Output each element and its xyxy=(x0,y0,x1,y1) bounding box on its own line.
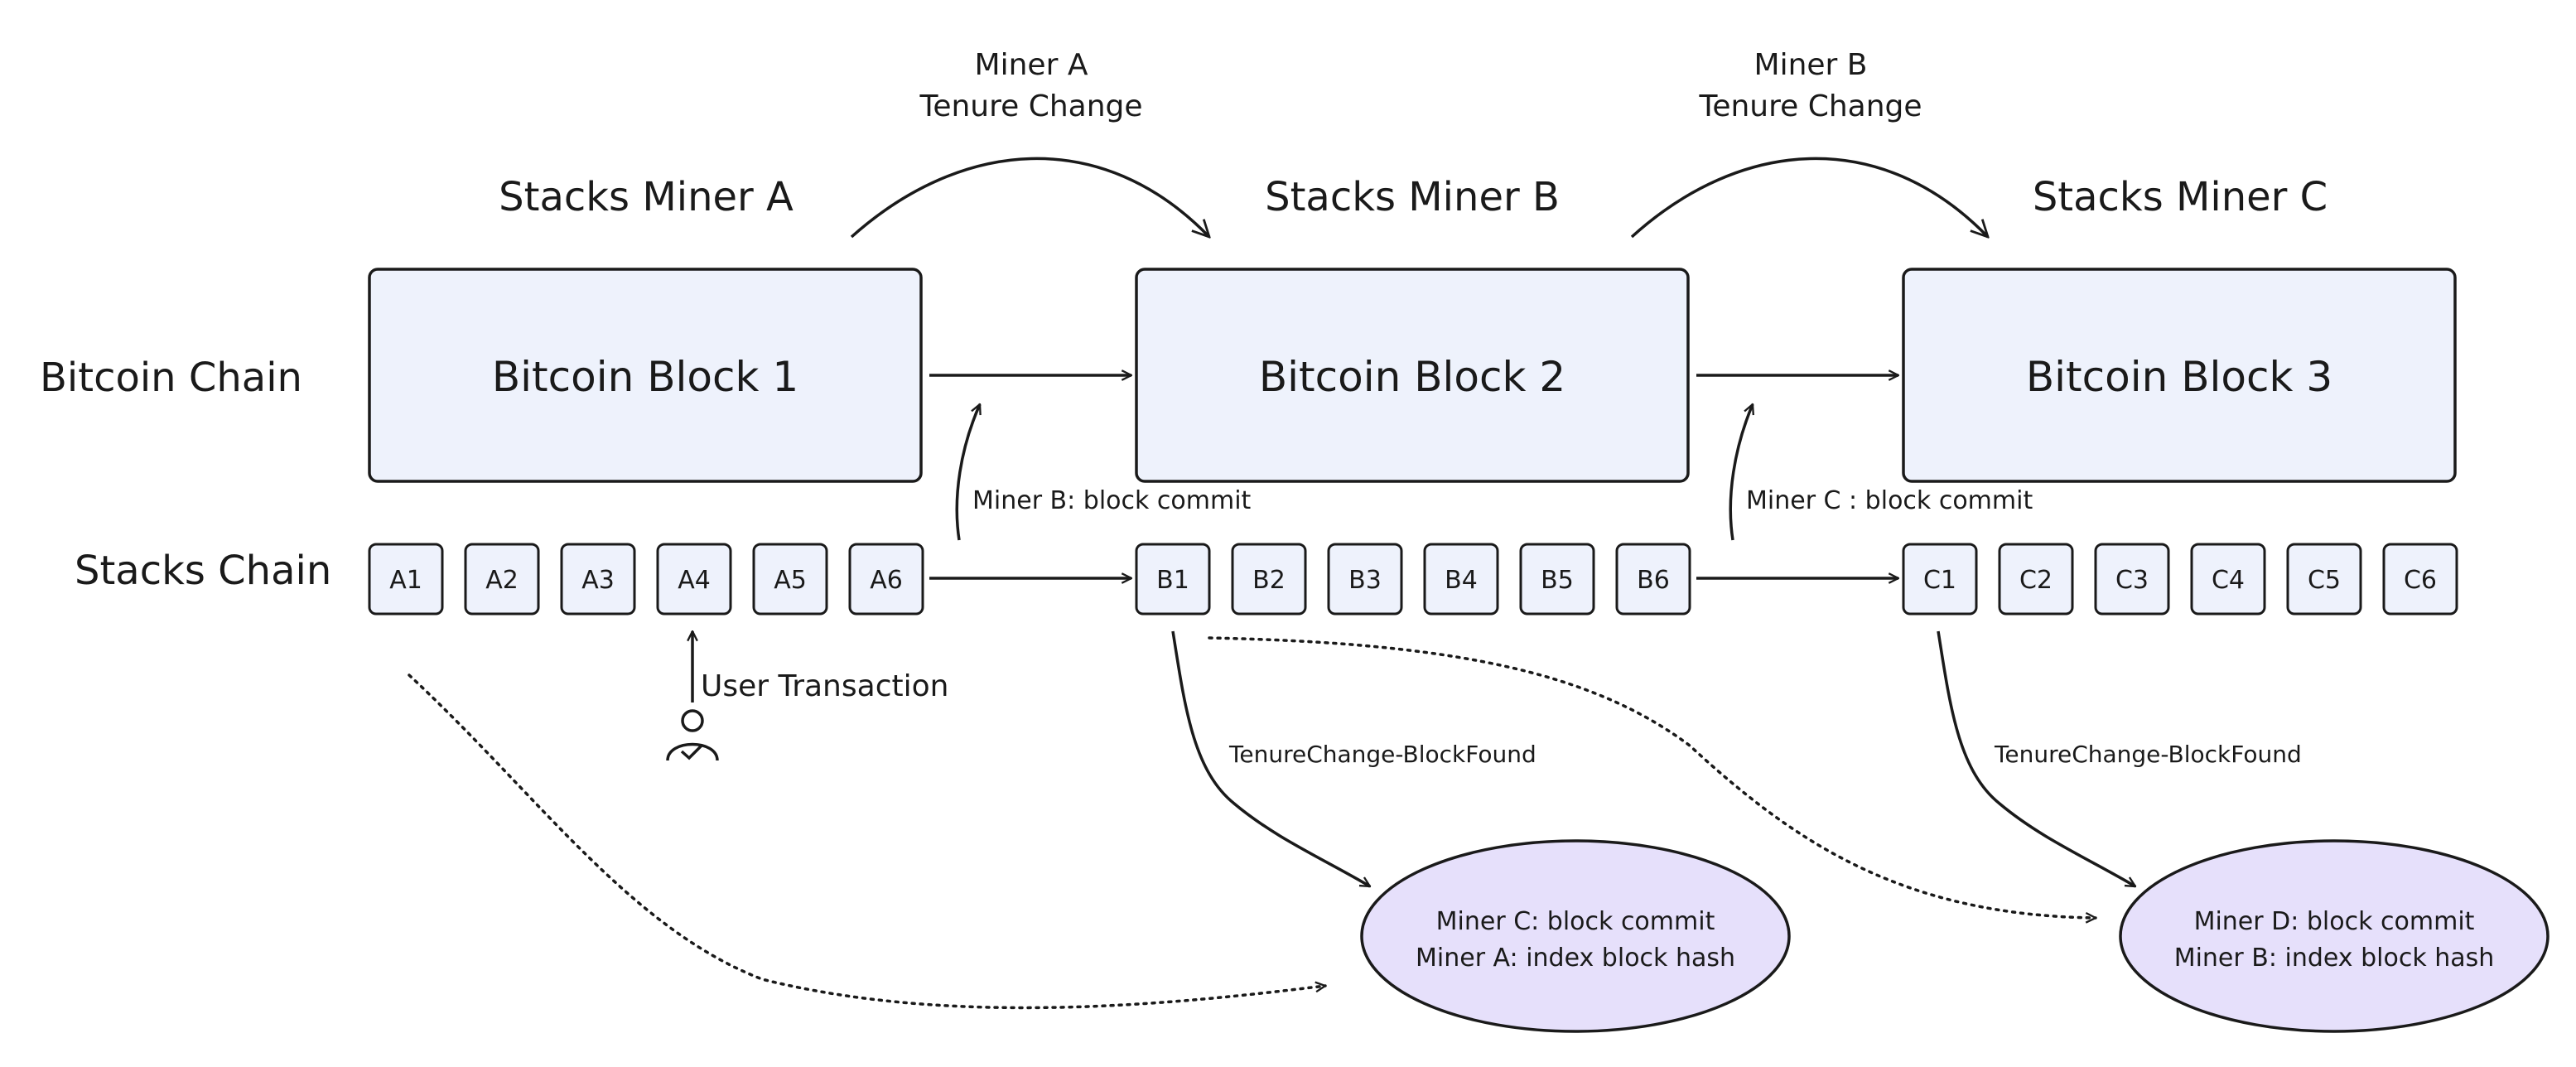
stacks-block-label: B5 xyxy=(1541,566,1574,595)
commit-ellipse-1-line1: Miner C: block commit xyxy=(1436,907,1715,936)
stacks-block xyxy=(656,543,732,616)
stacks-block-label: C2 xyxy=(2019,566,2053,595)
block-found-b-arrow xyxy=(1171,630,1370,888)
commit-ellipse-2-line2: Miner B: index block hash xyxy=(2174,944,2495,973)
stacks-block xyxy=(1327,543,1403,616)
block-found-c-label: TenureChange-BlockFound xyxy=(1994,741,2302,768)
stacks-block-label: A3 xyxy=(581,566,615,595)
tenure-change-b-arrow xyxy=(1630,157,1988,237)
stacks-block xyxy=(2286,543,2362,616)
stacks-block-label: A6 xyxy=(870,566,903,595)
tenure-change-a-line1: Miner A xyxy=(975,48,1088,82)
commit-ellipse-2 xyxy=(2119,839,2549,1033)
stacks-block xyxy=(752,543,828,616)
block-commit-b-label: Miner B: block commit xyxy=(972,486,1252,515)
stacks-block-label: B6 xyxy=(1637,566,1670,595)
commit-ellipse-1-line2: Miner A: index block hash xyxy=(1416,944,1735,973)
bitcoin-block-3 xyxy=(1902,268,2457,483)
stacks-block-label: A5 xyxy=(774,566,807,595)
block-found-c-arrow xyxy=(1937,630,2135,888)
user-icon xyxy=(666,709,719,761)
stacks-block xyxy=(1519,543,1595,616)
stacks-block xyxy=(1615,543,1691,616)
miner-a-label: Stacks Miner A xyxy=(499,174,794,220)
bitcoin-block-2-label: Bitcoin Block 2 xyxy=(1259,353,1565,401)
tenure-change-b-line1: Miner B xyxy=(1754,48,1868,82)
stacks-block xyxy=(2190,543,2266,616)
stacks-blocks-a: A1 A2 A3 A4 A5 A6 xyxy=(368,543,924,616)
stacks-block xyxy=(560,543,636,616)
block-found-b-label: TenureChange-BlockFound xyxy=(1228,741,1536,768)
stacks-block-label: B3 xyxy=(1348,566,1382,595)
bitcoin-block-2 xyxy=(1135,268,1690,483)
stacks-block xyxy=(368,543,444,616)
stacks-chain-label: Stacks Chain xyxy=(75,548,331,594)
commit-ellipse-1 xyxy=(1360,839,1791,1033)
stacks-block-label: B4 xyxy=(1445,566,1478,595)
bitcoin-block-1 xyxy=(368,268,923,483)
stacks-block-label: A4 xyxy=(678,566,711,595)
tenure-change-a-arrow xyxy=(850,157,1209,237)
bitcoin-chain-label: Bitcoin Chain xyxy=(40,355,302,401)
block-commit-c-label: Miner C : block commit xyxy=(1746,486,2033,515)
stacks-block-label: B2 xyxy=(1252,566,1286,595)
stacks-block-label: C3 xyxy=(2115,566,2149,595)
stacks-block-label: C5 xyxy=(2308,566,2341,595)
stacks-block-label: B1 xyxy=(1156,566,1189,595)
stacks-block xyxy=(2094,543,2170,616)
stacks-block xyxy=(848,543,924,616)
stacks-block-label: A1 xyxy=(389,566,422,595)
stacks-block xyxy=(1135,543,1211,616)
stacks-blocks-b: B1 B2 B3 B4 B5 B6 xyxy=(1135,543,1691,616)
stacks-block-label: C4 xyxy=(2212,566,2245,595)
tenure-change-b-line2: Tenure Change xyxy=(1698,89,1922,123)
stacks-blocks-c: C1 C2 C3 C4 C5 C6 xyxy=(1902,543,2458,616)
stacks-block xyxy=(2382,543,2458,616)
stacks-block xyxy=(1423,543,1499,616)
block-commit-b-arrow xyxy=(955,404,980,541)
miner-b-label: Stacks Miner B xyxy=(1265,174,1560,220)
stacks-block xyxy=(1231,543,1307,616)
stacks-block-label: C6 xyxy=(2404,566,2437,595)
bitcoin-block-1-label: Bitcoin Block 1 xyxy=(492,353,798,401)
dotted-arrow-a1 xyxy=(408,674,1325,1010)
miner-c-label: Stacks Miner C xyxy=(2033,174,2328,220)
block-commit-c-arrow xyxy=(1729,404,1753,541)
bitcoin-block-3-label: Bitcoin Block 3 xyxy=(2026,353,2332,401)
stacks-block xyxy=(1998,543,2074,616)
stacks-block-label: A2 xyxy=(485,566,519,595)
dotted-arrow-b1 xyxy=(1208,636,2097,918)
stacks-block xyxy=(1902,543,1978,616)
commit-ellipse-2-line1: Miner D: block commit xyxy=(2194,907,2475,936)
tenure-change-a-line2: Tenure Change xyxy=(919,89,1142,123)
stacks-block-label: C1 xyxy=(1923,566,1956,595)
stacks-block xyxy=(464,543,540,616)
user-transaction-label: User Transaction xyxy=(701,669,948,703)
